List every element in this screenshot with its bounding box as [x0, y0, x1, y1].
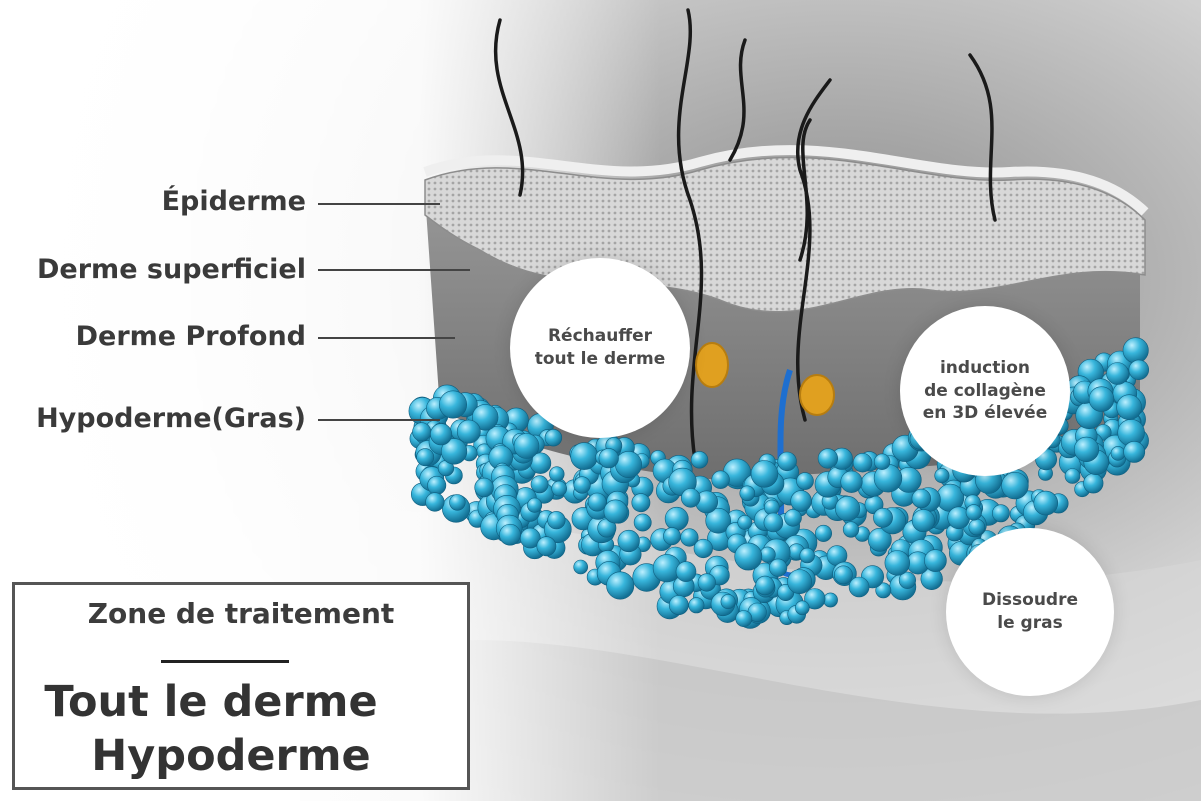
- zone-heading: Zone de traitement: [15, 597, 467, 630]
- zone-divider: [161, 660, 289, 663]
- callout-collagene: induction de collagène en 3D élevée: [900, 306, 1070, 476]
- callout-rechauffer: Réchauffer tout le derme: [510, 258, 690, 438]
- treatment-zone-box: Zone de traitement Tout le derme Hypoder…: [12, 582, 470, 790]
- zone-line-1: Tout le derme: [0, 677, 467, 727]
- zone-line-2: Hypoderme: [0, 731, 467, 781]
- callout-dissoudre-text: Dissoudre le gras: [982, 589, 1078, 635]
- callout-dissoudre: Dissoudre le gras: [946, 528, 1114, 696]
- callout-collagene-text: induction de collagène en 3D élevée: [923, 357, 1047, 426]
- callout-rechauffer-text: Réchauffer tout le derme: [535, 325, 666, 371]
